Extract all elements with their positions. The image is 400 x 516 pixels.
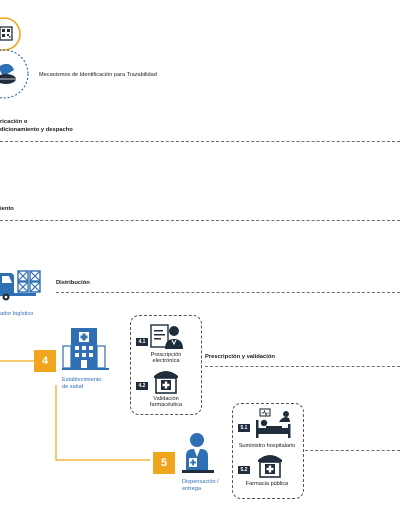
stage-fabricacion-line2: dicionamiento y despacho <box>0 127 73 133</box>
hospital-bed-icon <box>252 408 296 440</box>
stage-fabricacion-line1: ricación o <box>0 119 28 125</box>
subprocess-code-5-1: 5.1 <box>238 424 250 432</box>
operador-logistico-label: ador logístico <box>0 311 34 317</box>
subprocess-label-4-2-line1: Validación <box>153 396 179 402</box>
pharmacy-store-icon <box>256 452 284 478</box>
doctor-document-icon <box>150 322 186 350</box>
stage-almacenamiento-line <box>0 220 400 221</box>
flow-connector <box>0 355 175 465</box>
subprocess-label-5-2: Farmacia pública <box>245 481 289 487</box>
subprocess-label-4-1-line1: Prescripción <box>150 352 182 358</box>
dispensacion-label-line2: entrega <box>182 486 201 492</box>
establecimiento-label-line2: de salud <box>62 384 84 390</box>
identification-mechanisms-label: Mecanismos de Identificación para Trazab… <box>39 72 157 78</box>
stage-almacenamiento: iento <box>0 206 14 212</box>
stage-distribucion-line <box>56 292 400 293</box>
stage-prescripcion: Prescripción y validación <box>205 354 275 360</box>
stage-distribucion: Distribución <box>56 280 90 286</box>
identification-icon-cluster <box>0 0 36 104</box>
subprocess-code-5-2: 5.2 <box>238 466 250 474</box>
subprocess-code-4-2: 4.2 <box>136 382 148 390</box>
pharmacy-icon <box>152 368 180 394</box>
subprocess-label-4-1-line2: electrónica <box>152 358 180 364</box>
pill-icon <box>0 60 20 86</box>
stage-number-4: 4 <box>34 350 56 372</box>
qr-code-icon <box>0 26 14 42</box>
subprocess-code-4-1: 4.1 <box>136 338 148 346</box>
hospital-icon <box>62 326 112 372</box>
dispensacion-label-line1: Dispensación / <box>182 479 219 485</box>
establecimiento-label-line1: Establecimiento <box>62 377 102 383</box>
truck-icon <box>0 267 42 303</box>
stage-number-5: 5 <box>153 452 175 474</box>
stage-dispensacion-line <box>305 450 400 451</box>
subprocess-label-4-2-line2: farmacéutica <box>149 402 183 408</box>
subprocess-label-5-1: Suministro hospitalario <box>238 443 296 449</box>
stage-prescripcion-line <box>205 366 400 367</box>
pharmacist-icon <box>182 432 218 474</box>
stage-fabricacion-line <box>0 141 400 142</box>
dispensacion-subprocess-group <box>232 403 304 499</box>
